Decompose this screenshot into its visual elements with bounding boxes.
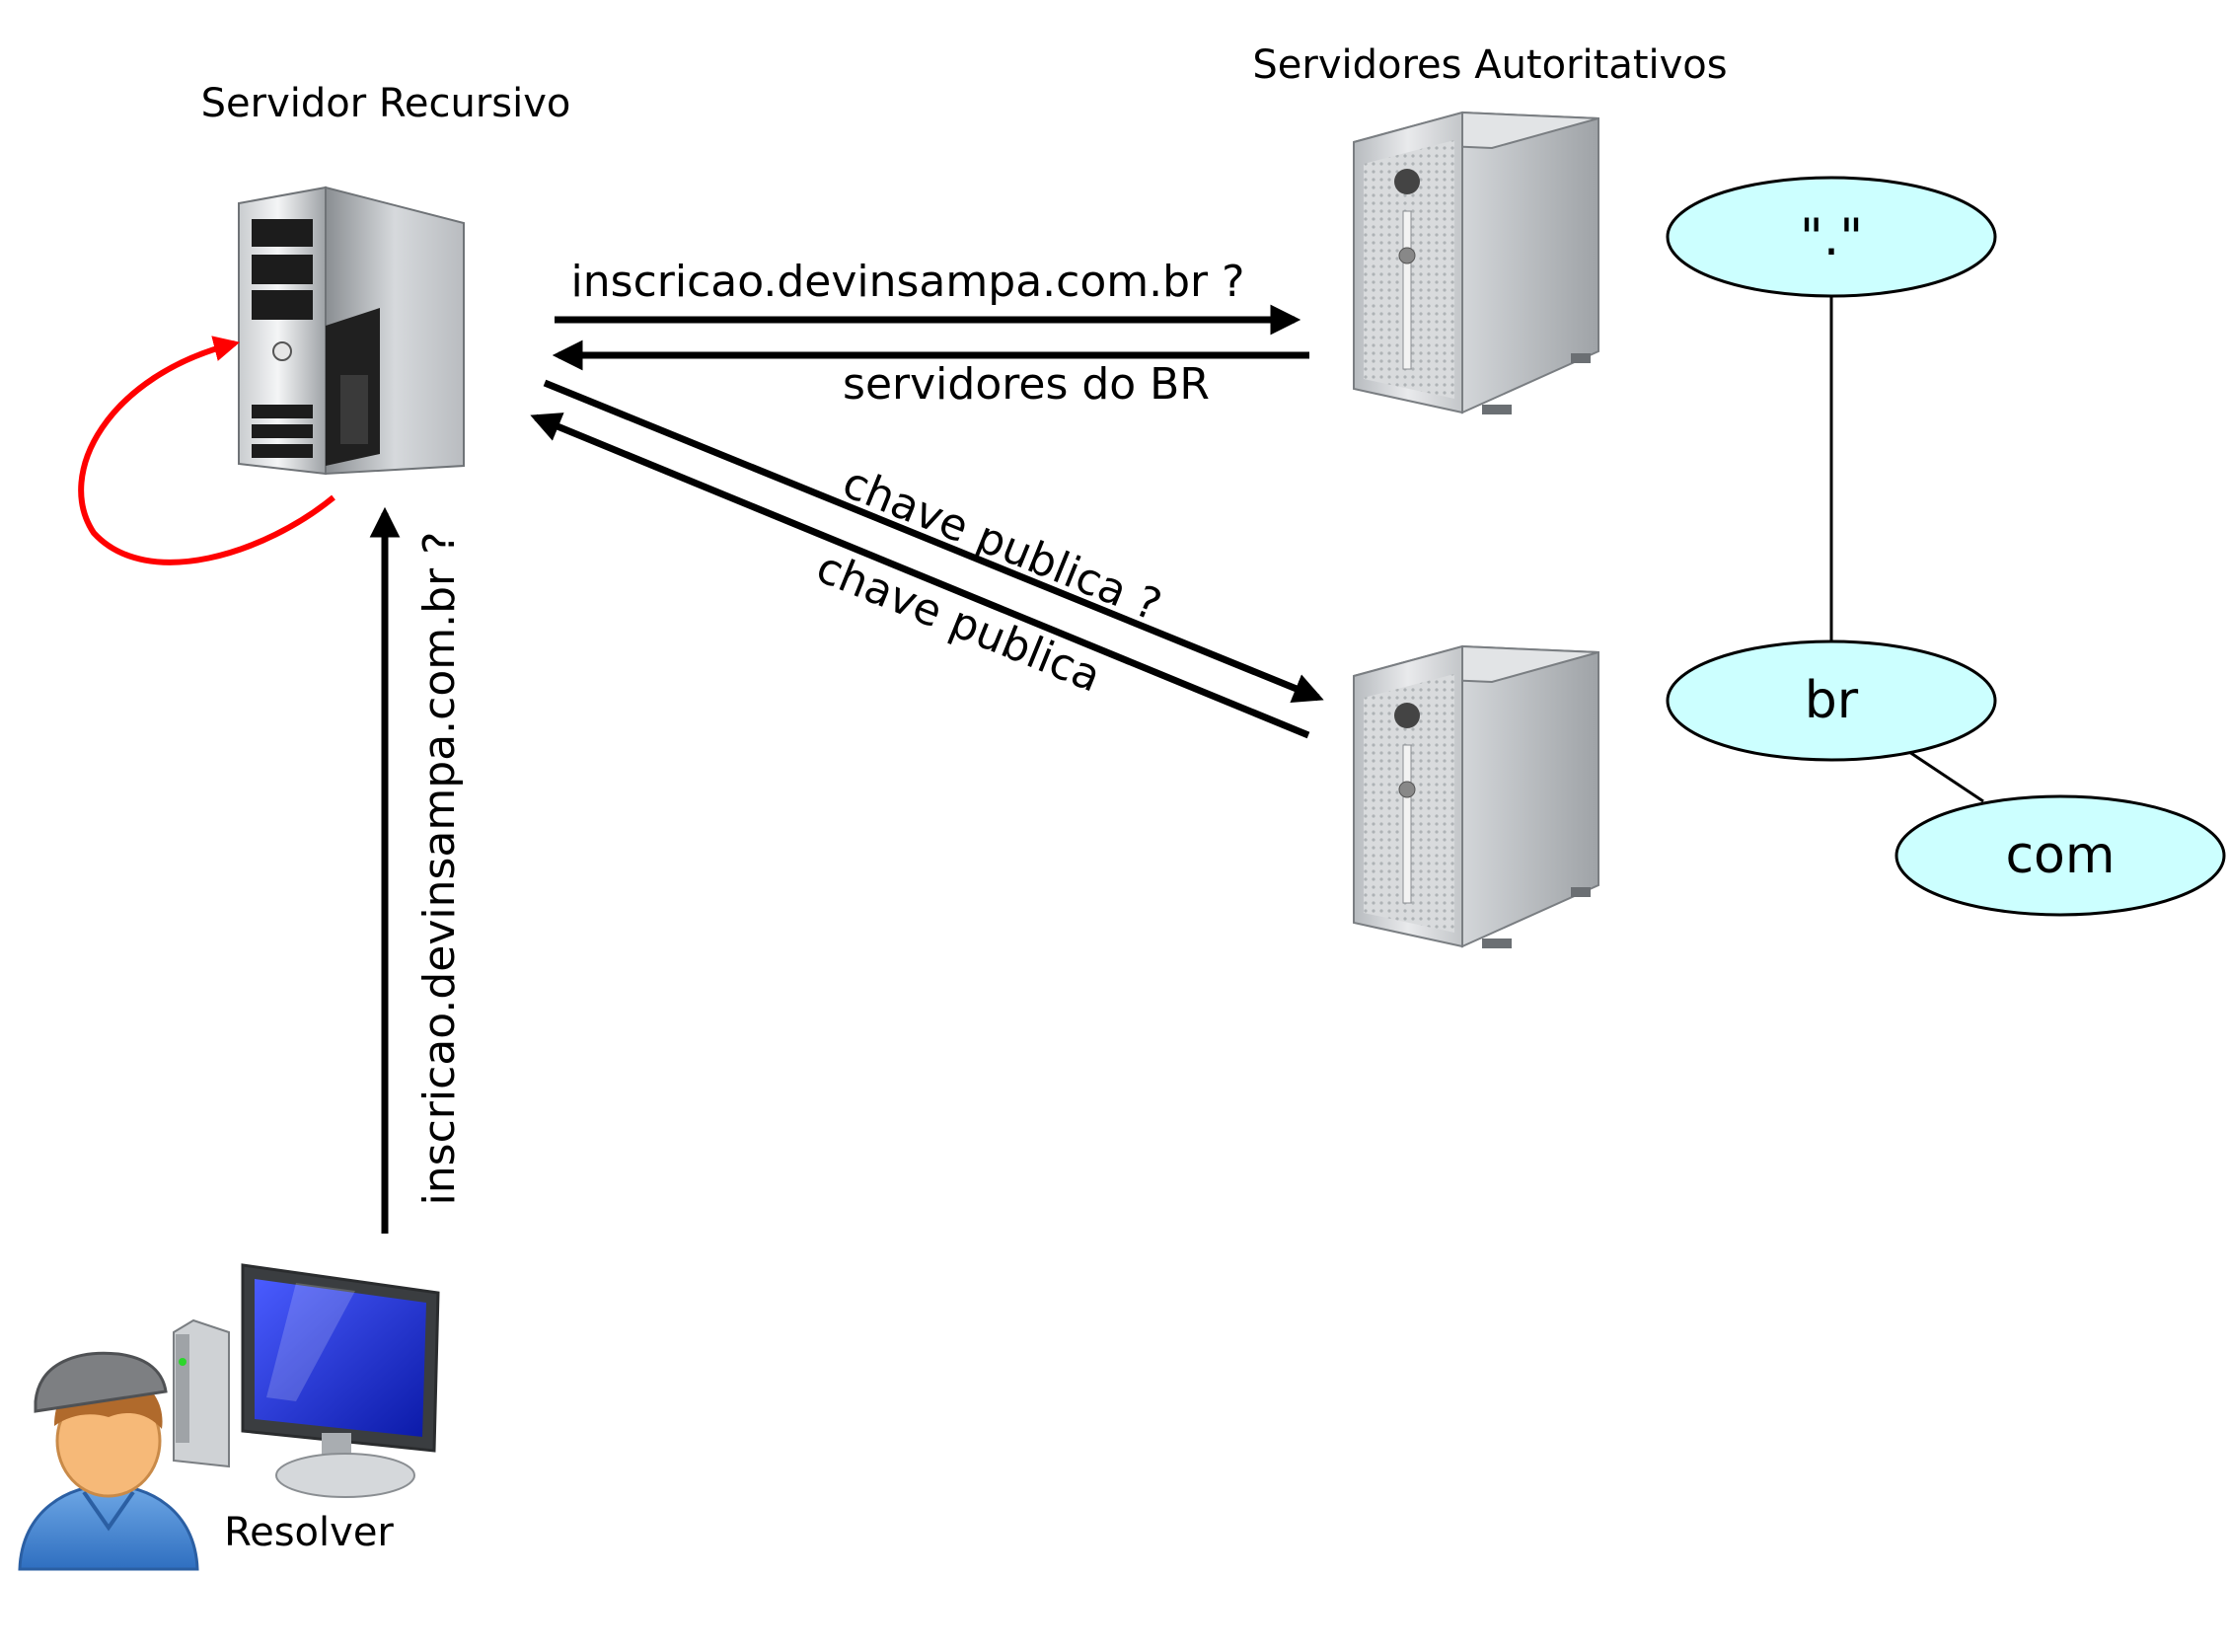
tree-node-com bbox=[1895, 794, 2226, 917]
tree-edge-br-com bbox=[1905, 748, 1984, 803]
br-servers-reply-label: servidores do BR bbox=[843, 359, 1210, 410]
rack-server-icon bbox=[1353, 644, 1599, 948]
tower-server-icon bbox=[238, 186, 465, 476]
tree-node-com-label: com bbox=[2005, 826, 2115, 885]
query-key-arrow bbox=[543, 379, 1324, 703]
tree-node-root bbox=[1666, 176, 1997, 298]
self-validation-loop-arrow bbox=[78, 336, 335, 565]
tree-node-br bbox=[1666, 639, 1997, 762]
rack-server-icon bbox=[1353, 111, 1599, 414]
recursive-server-title: Servidor Recursivo bbox=[201, 81, 571, 126]
resolver-label: Resolver bbox=[224, 1510, 394, 1555]
authoritative-servers-title: Servidores Autoritativos bbox=[1252, 42, 1727, 88]
query-domain-label: inscricao.devinsampa.com.br ? bbox=[571, 257, 1245, 307]
reply-key-arrow bbox=[530, 413, 1310, 739]
resolver-query-label: inscricao.devinsampa.com.br ? bbox=[414, 532, 465, 1206]
tree-node-root-label: "." bbox=[1800, 208, 1863, 267]
tree-node-br-label: br bbox=[1805, 671, 1859, 730]
user-computer-icon bbox=[18, 1263, 440, 1571]
